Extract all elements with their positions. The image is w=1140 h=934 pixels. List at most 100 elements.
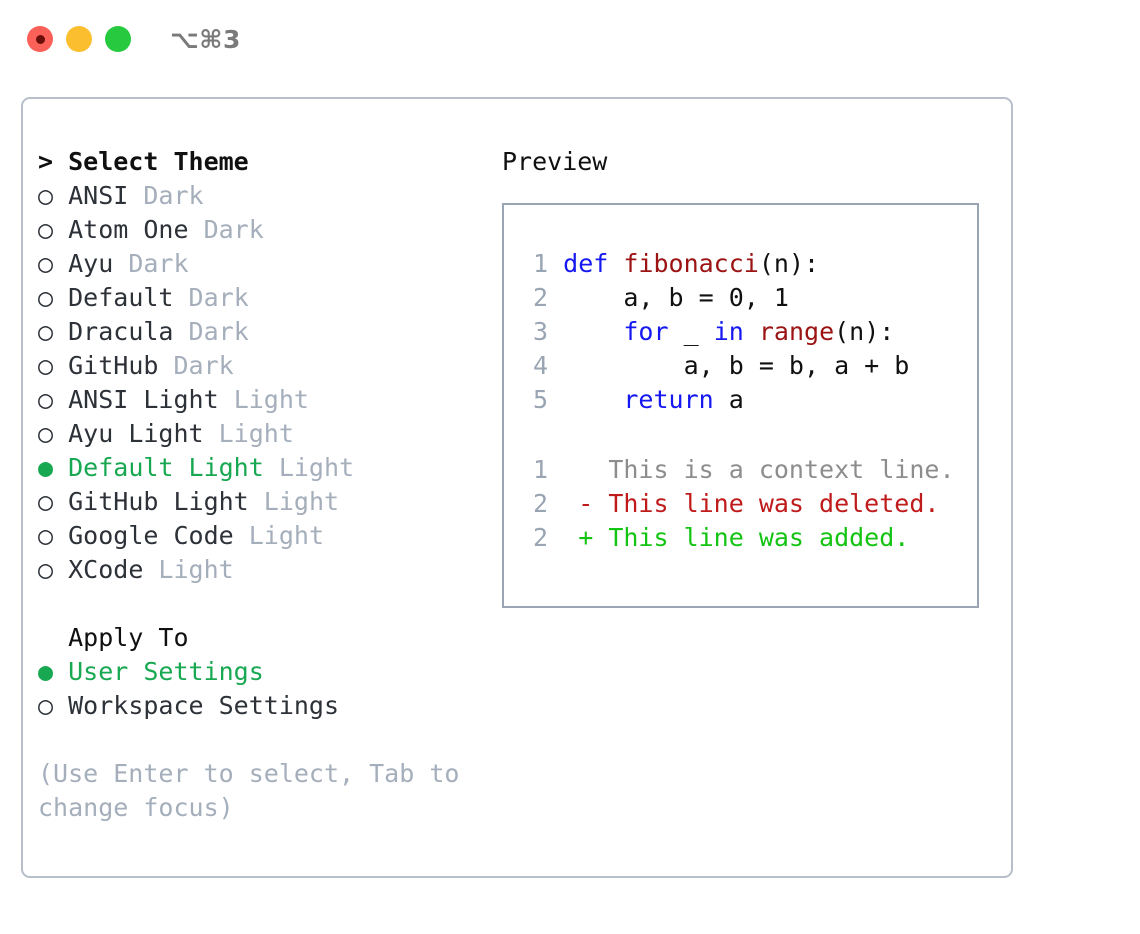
theme-item-variant: Dark [188,215,264,244]
code-token-plain: (n): [834,317,895,346]
code-token-plain: a, b = 0, 1 [563,283,789,312]
diff-marker: + [578,523,609,552]
theme-item-variant: Dark [173,317,249,346]
radio-unselected-icon: ○ [38,215,54,244]
apply-to-item-user-settings[interactable]: ● User Settings [38,655,488,689]
code-token-fn: fibonacci [623,249,759,278]
diff-marker [578,455,608,484]
minimize-button[interactable] [66,26,92,52]
theme-item-label: GitHub [53,351,159,380]
code-line: 4 a, b = b, a + b [518,349,909,383]
radio-unselected-icon: ○ [38,385,54,414]
diff-line-del: 2 - This line was deleted. [518,487,955,521]
theme-item-github[interactable]: ○ GitHub Dark [38,349,488,383]
theme-item-variant: Light [143,555,234,584]
radio-unselected-icon: ○ [38,487,54,516]
theme-list-header: > Select Theme [38,147,249,176]
radio-unselected-icon: ○ [38,249,54,278]
radio-unselected-icon: ○ [38,521,54,550]
theme-item-ayu-light[interactable]: ○ Ayu Light Light [38,417,488,451]
diff-text: This line was added. [608,523,910,552]
code-token-plain [744,317,759,346]
theme-item-label: XCode [53,555,144,584]
theme-item-default[interactable]: ○ Default Dark [38,281,488,315]
diff-marker: - [578,489,609,518]
diff-gutter-gap [548,455,578,484]
radio-unselected-icon: ○ [38,555,54,584]
radio-unselected-icon: ○ [38,317,54,346]
diff-line-number: 1 [533,455,549,484]
code-token-plain: _ [668,317,714,346]
theme-item-atom-one[interactable]: ○ Atom One Dark [38,213,488,247]
code-sample: 1 def fibonacci(n):2 a, b = 0, 1 3 for _ … [518,247,909,417]
theme-item-label: GitHub Light [53,487,249,516]
radio-unselected-icon: ○ [38,181,54,210]
radio-unselected-icon: ○ [38,351,54,380]
theme-item-variant: Dark [128,181,204,210]
theme-item-google-code[interactable]: ○ Google Code Light [38,519,488,553]
window-shortcut-label: ⌥⌘3 [170,24,241,54]
theme-item-ansi-light[interactable]: ○ ANSI Light Light [38,383,488,417]
apply-to-item-label: User Settings [53,657,264,686]
diff-line-ctx: 1 This is a context line. [518,453,955,487]
apply-to-list: ● User Settings○ Workspace Settings [38,655,488,723]
theme-list: ○ ANSI Dark○ Atom One Dark○ Ayu Dark○ De… [38,179,488,587]
theme-item-label: Default [53,283,174,312]
theme-item-variant: Light [203,419,294,448]
theme-item-variant: Dark [113,249,189,278]
traffic-light-group [27,26,131,52]
code-token-plain: (n): [758,249,820,278]
theme-item-dracula[interactable]: ○ Dracula Dark [38,315,488,349]
apply-to-section: Apply To ● User Settings○ Workspace Sett… [38,621,488,723]
theme-item-label: Dracula [53,317,174,346]
help-text-line-2: change focus) [38,793,234,822]
code-token-kw: for [623,317,669,346]
theme-item-label: Ayu [53,249,114,278]
theme-item-label: Google Code [53,521,234,550]
theme-item-github-light[interactable]: ○ GitHub Light Light [38,485,488,519]
preview-title: Preview [502,147,608,176]
theme-item-ansi[interactable]: ○ ANSI Dark [38,179,488,213]
diff-line-add: 2 + This line was added. [518,521,955,555]
code-line-number: 2 [533,283,549,312]
code-gutter-gap [548,385,563,414]
diff-sample: 1 This is a context line.2 - This line w… [518,453,955,555]
diff-text: This line was deleted. [608,489,940,518]
code-gutter-gap [548,283,563,312]
close-button[interactable] [27,26,53,52]
code-gutter-gap [548,317,563,346]
theme-item-label: Default Light [53,453,264,482]
radio-unselected-icon: ○ [38,419,54,448]
code-gutter-gap [548,351,563,380]
theme-item-label: Ayu Light [53,419,204,448]
theme-item-variant: Light [248,487,340,516]
theme-item-label: ANSI Light [53,385,219,414]
help-text: (Use Enter to select, Tab to change focu… [38,757,459,825]
theme-item-variant: Dark [158,351,234,380]
maximize-button[interactable] [105,26,131,52]
theme-item-variant: Light [263,453,355,482]
code-line-number: 4 [533,351,549,380]
code-token-kw: return [623,385,714,414]
radio-selected-icon: ● [38,453,54,482]
theme-item-xcode[interactable]: ○ XCode Light [38,553,488,587]
code-line: 3 for _ in range(n): [518,315,909,349]
code-line-number: 5 [533,385,549,414]
diff-line-number: 2 [533,489,549,518]
code-line-number: 3 [533,317,549,346]
apply-to-title: Apply To [38,623,189,652]
theme-item-default-light[interactable]: ● Default Light Light [38,451,488,485]
radio-unselected-icon: ○ [38,283,54,312]
radio-unselected-icon: ○ [38,691,54,720]
code-line: 1 def fibonacci(n): [518,247,909,281]
apply-to-item-workspace-settings[interactable]: ○ Workspace Settings [38,689,488,723]
theme-selector-panel: > Select Theme ○ ANSI Dark○ Atom One Dar… [21,97,1013,878]
diff-text: This is a context line. [608,455,955,484]
code-token-plain [563,385,623,414]
diff-gutter-gap [548,489,578,518]
title-bar: ⌥⌘3 [0,0,1140,78]
theme-item-ayu[interactable]: ○ Ayu Dark [38,247,488,281]
preview-column: Preview 1 def fibonacci(n):2 a, b = 0, 1… [502,145,1002,608]
